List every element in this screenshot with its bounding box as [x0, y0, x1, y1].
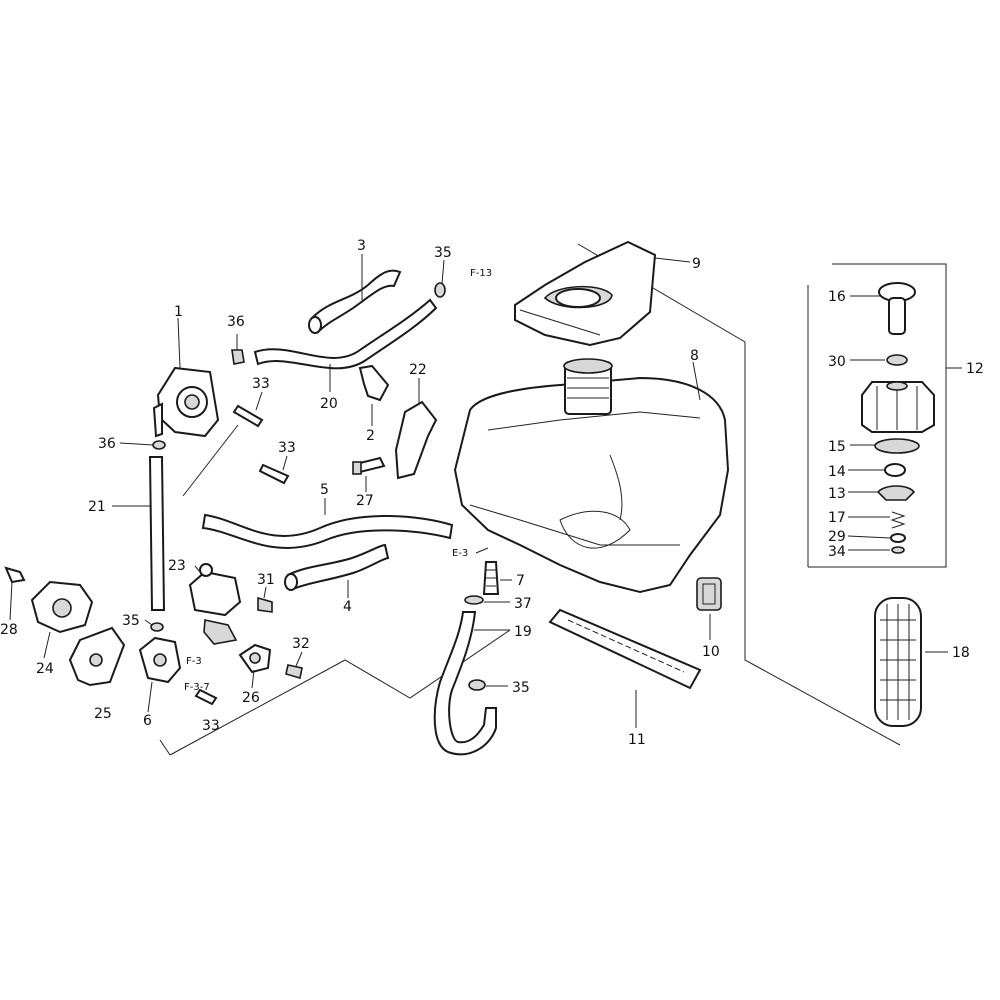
- label-15: 15: [828, 439, 846, 455]
- label-1: 1: [174, 304, 183, 320]
- label-26: 26: [242, 690, 260, 706]
- bracket-22: [394, 400, 438, 480]
- label-33-c: 33: [202, 718, 220, 734]
- ref-f37: F-3-7: [184, 682, 210, 693]
- label-29: 29: [828, 529, 846, 545]
- fitting-7: [482, 561, 500, 595]
- label-19: 19: [514, 624, 532, 640]
- hose-4: [284, 543, 390, 591]
- solenoid-23: [188, 563, 242, 645]
- label-14: 14: [828, 464, 846, 480]
- hose-5: [201, 513, 454, 549]
- label-36-top: 36: [227, 314, 245, 330]
- label-35-bottom: 35: [512, 680, 530, 696]
- label-22: 22: [409, 362, 427, 378]
- fuel-valve-1: [152, 366, 220, 438]
- label-7: 7: [516, 573, 525, 589]
- label-20: 20: [320, 396, 338, 412]
- label-23: 23: [168, 558, 186, 574]
- label-11: 11: [628, 732, 646, 748]
- label-30: 30: [828, 354, 846, 370]
- label-8: 8: [690, 348, 699, 364]
- hose-20: [253, 298, 438, 370]
- screw-28: [4, 566, 26, 584]
- label-21: 21: [88, 499, 106, 515]
- label-37: 37: [514, 596, 532, 612]
- label-2: 2: [366, 428, 375, 444]
- bolt-27: [352, 456, 386, 475]
- label-31: 31: [257, 572, 275, 588]
- tank-cover-9: [514, 240, 691, 347]
- label-13: 13: [828, 486, 846, 502]
- hose-clamps-35: [150, 282, 486, 691]
- leader-lines: [9, 254, 891, 728]
- label-36-left: 36: [98, 436, 116, 452]
- ref-f13: F-13: [470, 268, 492, 279]
- hose-19: [433, 611, 497, 756]
- label-18: 18: [952, 645, 970, 661]
- label-5: 5: [320, 482, 329, 498]
- label-34: 34: [828, 544, 846, 560]
- fuel-cock-6: [138, 636, 182, 684]
- label-35-top: 35: [434, 245, 452, 261]
- hose-clamps-36: [152, 349, 245, 450]
- label-3: 3: [357, 238, 366, 254]
- cap-assembly: [861, 282, 935, 554]
- tank-band-11: [548, 608, 702, 690]
- label-25: 25: [94, 706, 112, 722]
- hose-3: [308, 269, 402, 334]
- ref-f3: F-3: [186, 656, 202, 667]
- bolt-31: [257, 596, 273, 613]
- cover-24: [30, 580, 94, 634]
- label-35-left: 35: [122, 613, 140, 629]
- label-10: 10: [702, 644, 720, 660]
- lever-26: [238, 643, 272, 674]
- label-9: 9: [692, 256, 701, 272]
- label-12: 12: [966, 361, 984, 377]
- label-32: 32: [292, 636, 310, 652]
- kit-bracket-12: [807, 263, 962, 568]
- clip-2: [358, 364, 390, 402]
- label-24: 24: [36, 661, 54, 677]
- washer-37: [464, 595, 484, 605]
- fuel-tank-8: [453, 358, 730, 594]
- label-17: 17: [828, 510, 846, 526]
- hose-21: [148, 456, 166, 611]
- part-number-labels: 1 36 33 33 3 35 F-13 20 2 22 27 5 36 21 …: [0, 238, 984, 748]
- bracket-25: [68, 626, 126, 687]
- screw-32: [285, 664, 303, 680]
- label-33-b: 33: [278, 440, 296, 456]
- ref-e3: E-3: [452, 548, 468, 559]
- label-6: 6: [143, 713, 152, 729]
- bolts-33: [194, 404, 290, 706]
- label-4: 4: [343, 599, 352, 615]
- label-27: 27: [356, 493, 374, 509]
- label-33-a: 33: [252, 376, 270, 392]
- label-16: 16: [828, 289, 846, 305]
- label-28: 28: [0, 622, 18, 638]
- fuel-filter-18: [874, 597, 948, 727]
- rubber-pad-10: [696, 577, 722, 611]
